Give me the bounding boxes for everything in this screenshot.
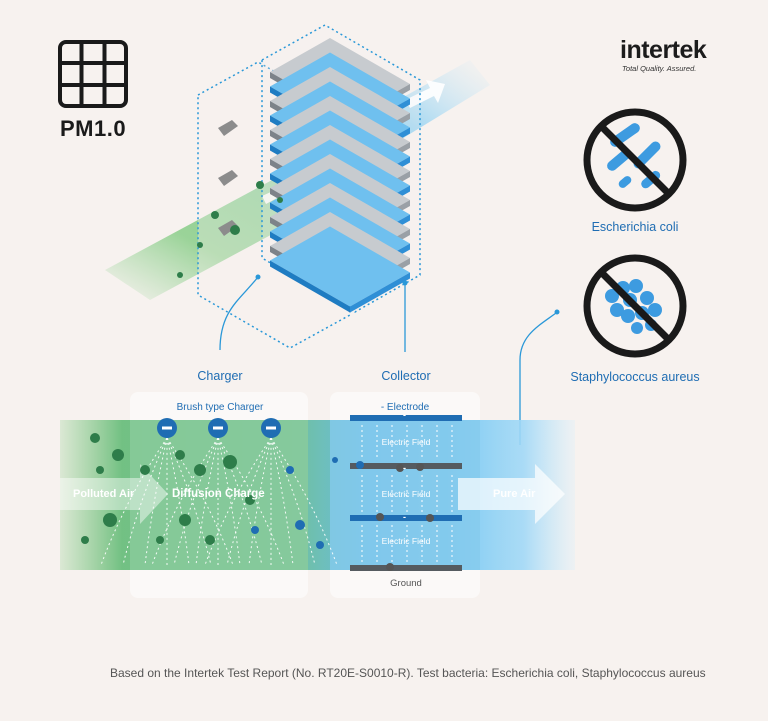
staphylococcus-aureus-blocked-icon <box>583 254 687 358</box>
escherichia-coli-label: Escherichia coli <box>591 220 679 234</box>
pure-air-connector-line <box>519 312 557 445</box>
pm-filter-grid-icon <box>58 40 128 108</box>
diffusion-charge-label: Diffusion Charge <box>172 488 265 500</box>
clean-air-arrow <box>405 80 445 108</box>
collector-plates <box>270 38 410 313</box>
electric-field-label-2: Electric Field <box>381 489 431 499</box>
charger-caption: Charger <box>197 369 243 383</box>
ground-label: Ground <box>390 578 422 589</box>
electrode-plate <box>350 463 462 469</box>
particle <box>426 514 434 522</box>
electric-field-label-3: Electric Field <box>381 536 431 546</box>
collector-box-title: - Electrode <box>380 402 430 413</box>
electrode-sign-3: - <box>403 512 406 522</box>
pm-label: PM1.0 <box>60 116 127 141</box>
particle <box>251 526 259 534</box>
brand-tagline: Total Quality. Assured. <box>622 64 697 73</box>
particle <box>386 563 394 571</box>
brand-logo: intertek Total Quality. Assured. <box>620 36 730 73</box>
brand-name: intertek <box>620 36 707 64</box>
charger-connector-line <box>219 276 259 351</box>
particle <box>112 449 124 461</box>
particle <box>416 463 424 471</box>
particle <box>256 181 264 189</box>
particle <box>376 513 384 521</box>
charger-box-title: Brush type Charger <box>176 402 264 413</box>
particle <box>194 464 206 476</box>
pure-air-arrow <box>458 464 565 524</box>
particle <box>156 536 164 544</box>
particle <box>396 464 404 472</box>
collector-plate <box>270 226 410 307</box>
electric-field-label-1: Electric Field <box>381 437 431 447</box>
particle <box>81 536 89 544</box>
particle <box>223 455 237 469</box>
staphylococcus-aureus-label: Staphylococcus aureus <box>570 370 700 384</box>
particle <box>230 225 240 235</box>
collector-electrodes <box>350 415 462 571</box>
electrode-plate <box>350 415 462 421</box>
polluted-air-label: Polluted Air <box>73 488 135 500</box>
electrode-sign-1: - <box>403 410 406 420</box>
particle <box>211 211 219 219</box>
footnote: Based on the Intertek Test Report (No. R… <box>110 666 706 680</box>
particle <box>140 465 150 475</box>
electrode-sign-2: - <box>403 463 406 473</box>
electrode-plate <box>350 565 462 571</box>
particle <box>197 242 203 248</box>
pure-air-label: Pure Air <box>493 488 536 500</box>
particle <box>356 461 364 469</box>
collector-caption: Collector <box>381 369 431 383</box>
polluted-air-arrow <box>60 464 168 524</box>
particle <box>103 513 117 527</box>
particle <box>332 457 338 463</box>
particle <box>245 495 255 505</box>
electrode-plate <box>350 515 462 521</box>
particle <box>316 541 324 549</box>
particle <box>175 450 185 460</box>
charger-emitters <box>100 418 338 566</box>
particle <box>295 520 305 530</box>
particle <box>277 197 283 203</box>
particle <box>286 466 294 474</box>
particle <box>90 433 100 443</box>
particle <box>179 514 191 526</box>
particle <box>177 272 183 278</box>
dust-particles <box>81 181 434 571</box>
escherichia-coli-blocked-icon <box>583 108 687 212</box>
particle <box>205 535 215 545</box>
particle <box>96 466 104 474</box>
